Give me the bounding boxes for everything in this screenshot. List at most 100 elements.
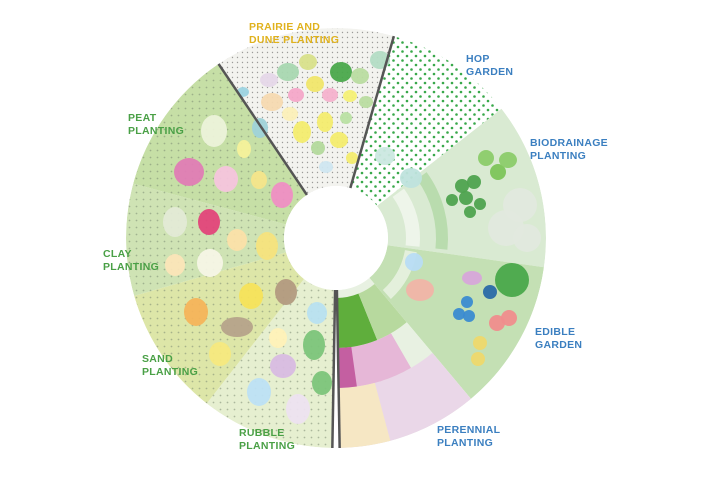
plant-blob (260, 73, 278, 87)
plant-blob (277, 63, 299, 81)
plant-blob (499, 152, 517, 168)
label-edible-line: EDIBLE (535, 326, 575, 338)
plant-blob (467, 175, 481, 189)
plant-blobs (163, 51, 541, 424)
plant-blob (165, 254, 185, 276)
label-biodrainage-line: BIODRAINAGE (530, 137, 608, 149)
plant-blob (163, 207, 187, 237)
plant-blob (288, 88, 304, 102)
plant-blob (359, 96, 373, 108)
perennial-band (337, 346, 357, 388)
ring-dividers (217, 35, 396, 448)
plant-blob (330, 132, 348, 148)
label-perennial-line: PLANTING (437, 437, 493, 449)
divider-prairie-peat (217, 63, 308, 196)
perennial-band (337, 293, 378, 348)
plant-blob (446, 194, 458, 206)
plant-blob (317, 112, 333, 132)
label-sand-line: SAND (142, 353, 173, 365)
divider-rubble (331, 289, 337, 448)
plant-blob (471, 352, 485, 366)
plant-blob (312, 371, 332, 395)
path-band (392, 188, 420, 247)
plant-blob (346, 152, 358, 164)
label-hop-line: GARDEN (466, 66, 513, 78)
plant-blob (490, 164, 506, 180)
plant-blob (299, 54, 317, 70)
plant-blob (483, 285, 497, 299)
divider-prairie-hop (349, 35, 396, 189)
plant-blob (375, 147, 395, 165)
plant-blob (197, 249, 223, 277)
plant-blob (227, 229, 247, 251)
plant-blob (237, 140, 251, 158)
label-perennial-line: PERENNIAL (437, 424, 501, 436)
plant-blob (453, 308, 465, 320)
label-prairie-line: DUNE PLANTING (249, 34, 339, 46)
plant-blob (406, 279, 434, 301)
plant-blob (495, 263, 529, 297)
plant-blob (459, 191, 473, 205)
plant-blob (474, 198, 486, 210)
plant-blob (184, 298, 208, 326)
plant-blob (464, 206, 476, 218)
plant-blob (351, 68, 369, 84)
label-edible-line: GARDEN (535, 339, 582, 351)
plant-blob (256, 232, 278, 260)
plant-blob (221, 317, 253, 337)
plant-blob (271, 182, 293, 208)
plant-blob (462, 271, 482, 285)
label-rubble-line: RUBBLE (239, 427, 285, 439)
label-prairie-line: PRAIRIE AND (249, 21, 320, 33)
plant-blob (247, 378, 271, 406)
plant-blob (501, 310, 517, 326)
plant-blob (461, 296, 473, 308)
label-biodrainage-line: PLANTING (530, 150, 586, 162)
plant-blob (270, 354, 296, 378)
divider-perennial (335, 289, 341, 448)
plant-blob (330, 62, 352, 82)
plant-blob (340, 112, 352, 124)
plant-blob (209, 342, 231, 366)
label-sand-line: PLANTING (142, 366, 198, 378)
plant-blob (261, 93, 283, 111)
plant-blob (293, 121, 311, 143)
plant-blob (400, 168, 422, 188)
path-band (416, 172, 448, 250)
plant-blob (489, 315, 505, 331)
plant-blob (307, 302, 327, 324)
plant-blob (303, 330, 325, 360)
plant-blob (473, 336, 487, 350)
plant-blob (311, 141, 325, 155)
plant-blob (239, 283, 263, 309)
plant-blob (269, 328, 287, 348)
plant-blob (319, 161, 333, 173)
plant-blob (286, 394, 310, 424)
plant-blob (306, 76, 324, 92)
plant-blob (251, 171, 267, 189)
plant-blob (198, 209, 220, 235)
label-clay-line: PLANTING (103, 261, 159, 273)
label-hop-line: HOP (466, 53, 490, 65)
label-peat-line: PEAT (128, 112, 157, 124)
plant-blob (463, 310, 475, 322)
perennial-band (338, 382, 391, 448)
plant-blob (343, 90, 357, 102)
plant-blob (201, 115, 227, 147)
plant-blob (174, 158, 204, 186)
plant-blob (455, 179, 469, 193)
label-clay-line: CLAY (103, 248, 132, 260)
plant-blob (405, 253, 423, 271)
perennial-band (337, 333, 411, 388)
